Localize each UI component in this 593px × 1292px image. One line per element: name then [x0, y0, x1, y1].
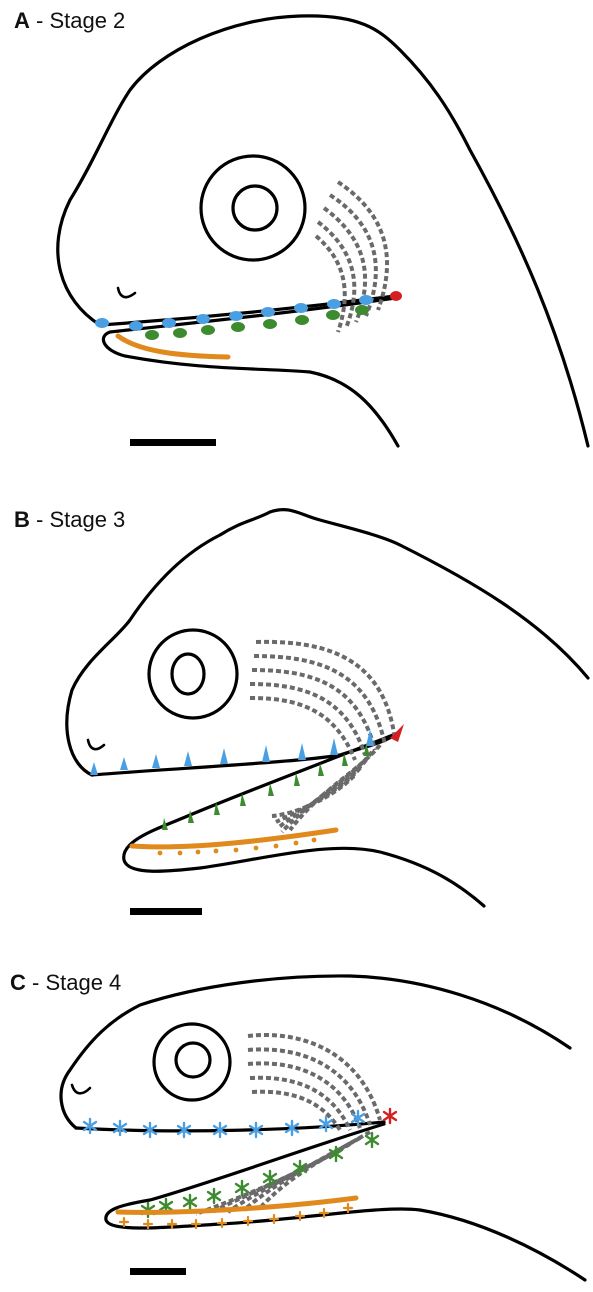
- tooth: [162, 318, 176, 328]
- panel-b-title: B - Stage 3: [14, 507, 125, 532]
- tooth: [330, 738, 338, 755]
- tooth: [120, 757, 128, 770]
- panel-b-scale-bar: [130, 908, 202, 915]
- panel-b-eye-pupil: [172, 654, 204, 694]
- tooth: [327, 299, 341, 309]
- panel-c-eye-orbit: [154, 1024, 230, 1100]
- panel-b-nostril: [88, 740, 104, 749]
- tooth: [152, 754, 160, 768]
- tooth: [208, 1189, 220, 1203]
- tooth: [295, 315, 309, 325]
- panel-b: B - Stage 3: [14, 507, 588, 915]
- panel-a-dentary: [118, 336, 228, 357]
- tooth: [320, 1117, 332, 1131]
- tooth: [261, 307, 275, 317]
- tooth: [95, 318, 109, 328]
- tooth: [184, 1195, 196, 1209]
- tooth: [90, 762, 98, 775]
- tooth: [201, 325, 215, 335]
- panel-a-nostril: [118, 288, 135, 297]
- tooth: [196, 314, 210, 324]
- tooth: [184, 751, 192, 766]
- tooth: [298, 743, 306, 760]
- panel-c-scale-bar: [130, 1268, 186, 1275]
- panel-a-upper-jaw: [100, 296, 395, 325]
- tooth: [359, 295, 373, 305]
- panel-c-upper-teeth: [84, 1111, 364, 1137]
- tooth: [229, 311, 243, 321]
- tooth: [355, 305, 369, 315]
- panel-a-eye-orbit: [201, 156, 305, 260]
- tooth: [220, 748, 228, 764]
- panel-a-muscle-fibres: [316, 182, 387, 332]
- tooth: [262, 745, 270, 762]
- tooth: [129, 321, 143, 331]
- panel-b-eye-orbit: [149, 630, 237, 718]
- panel-b-upper-teeth: [90, 729, 374, 775]
- panel-c: C - Stage 4: [10, 970, 585, 1280]
- panel-a-jaw-joint: [390, 291, 402, 301]
- tooth: [263, 319, 277, 329]
- panel-c-eye-pupil: [176, 1043, 210, 1077]
- panel-c-nostril: [72, 1085, 90, 1093]
- tooth: [84, 1119, 96, 1133]
- panel-c-title: C - Stage 4: [10, 970, 121, 995]
- panel-b-head-outline: [67, 510, 588, 775]
- panel-c-jaw-joint: [384, 1109, 396, 1123]
- tooth: [114, 1121, 126, 1135]
- tooth: [294, 303, 308, 313]
- tooth: [145, 330, 159, 340]
- tooth: [231, 322, 245, 332]
- panel-a: A - Stage 2: [14, 8, 588, 446]
- panel-a-title: A - Stage 2: [14, 8, 125, 33]
- panel-a-head-outline: [58, 16, 588, 446]
- panel-b-dentary: [132, 830, 336, 847]
- panel-a-eye-pupil: [233, 186, 277, 230]
- tooth: [173, 328, 187, 338]
- panel-b-muscle-fibres: [250, 642, 395, 832]
- panel-a-scale-bar: [130, 439, 216, 446]
- tooth: [326, 310, 340, 320]
